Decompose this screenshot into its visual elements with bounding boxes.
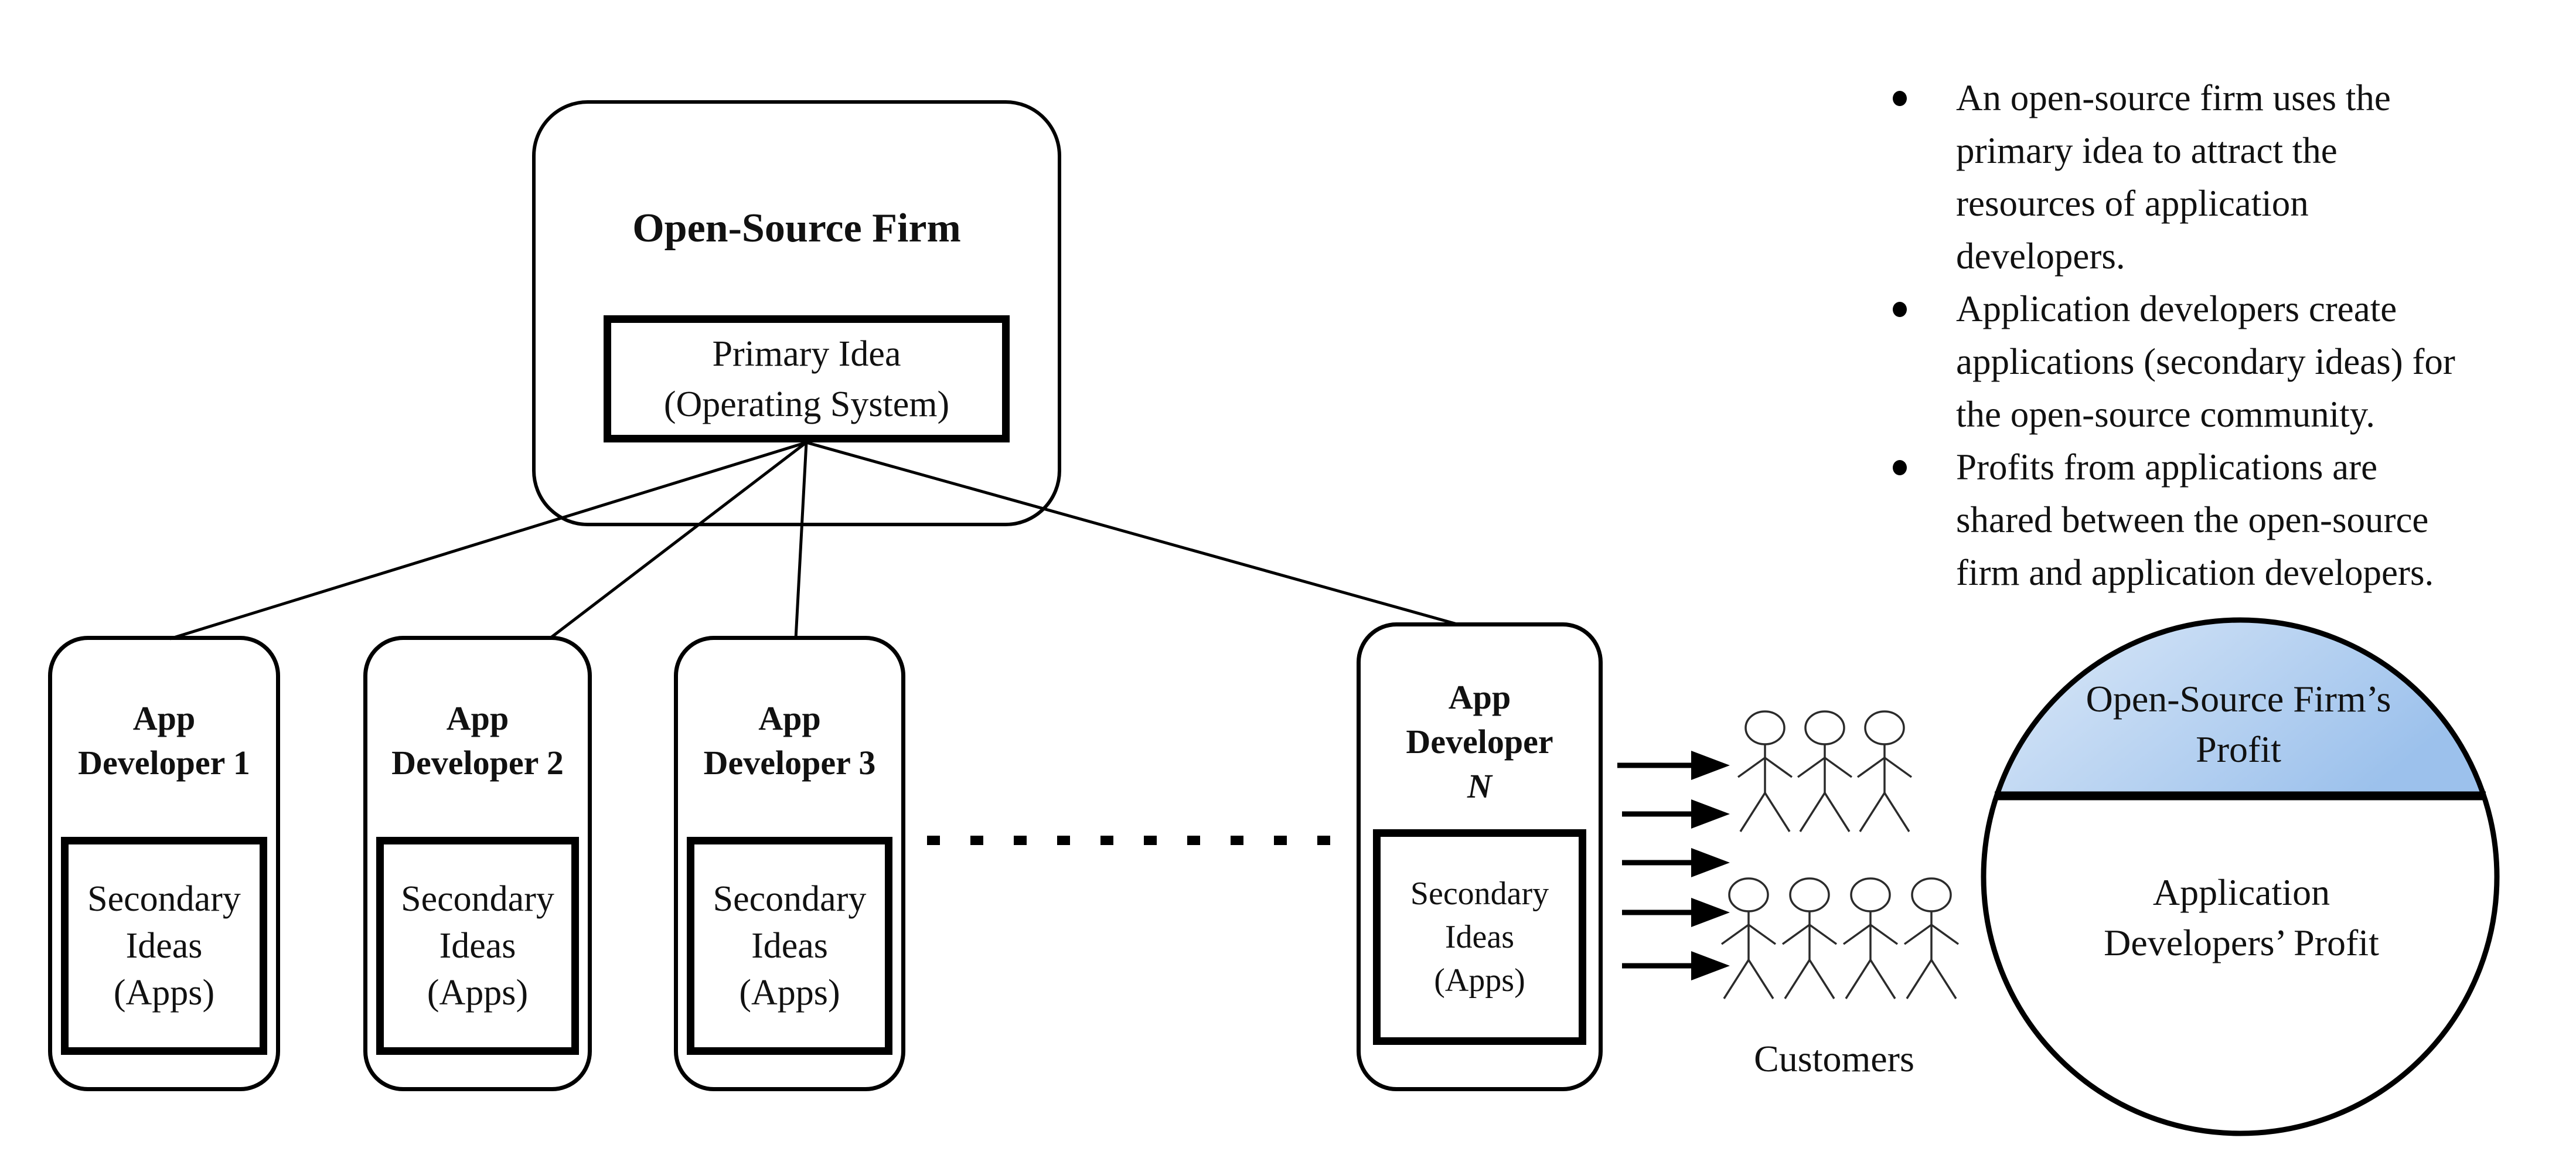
stick-figure-icon — [1797, 710, 1853, 832]
secondary-ideas-box-1: Secondary Ideas (Apps) — [61, 837, 267, 1055]
connector-line-devN — [806, 441, 1460, 626]
stick-figure-icon — [1842, 877, 1899, 999]
app-developer-n-title-suffix: N — [1467, 767, 1492, 805]
connector-line-dev2 — [550, 441, 807, 639]
flow-arrow — [1617, 751, 1730, 780]
stick-figure-icon — [1781, 877, 1838, 999]
app-developer-3-box — [674, 636, 905, 1091]
app-developer-1-box — [48, 636, 280, 1091]
bullet-item: Profits from applications are shared bet… — [1863, 441, 2555, 599]
open-source-firm-box — [532, 100, 1061, 526]
bullet-item: An open-source firm uses the primary ide… — [1863, 71, 2555, 282]
pie-top-label: Open-Source Firm’s Profit — [2086, 678, 2391, 770]
app-developer-3-title: App Developer 3 — [674, 696, 905, 785]
connector-line-dev3 — [794, 442, 808, 639]
profit-pie — [1981, 617, 2500, 1136]
pie-circle — [1981, 617, 2500, 1136]
connector-lines — [169, 441, 1460, 641]
app-developer-2-title: App Developer 2 — [363, 696, 592, 785]
flow-arrow — [1622, 951, 1730, 980]
flow-arrows — [1617, 751, 1730, 980]
flow-arrow — [1622, 799, 1730, 829]
app-developer-3-title-text: App Developer 3 — [703, 699, 876, 782]
stick-figure-icon — [1856, 710, 1913, 832]
bullet-item: Application developers create applicatio… — [1863, 282, 2555, 441]
app-developer-n-box — [1357, 622, 1603, 1091]
customers-label: Customers — [1754, 1038, 1914, 1079]
customers-figure-group — [1720, 710, 1960, 999]
notes-list: An open-source firm uses the primary ide… — [1863, 71, 2555, 599]
flow-arrow — [1622, 848, 1730, 877]
secondary-ideas-box-n: Secondary Ideas (Apps) — [1373, 829, 1586, 1045]
flow-arrow — [1622, 898, 1730, 927]
app-developer-1-title-text: App Developer 1 — [78, 699, 250, 782]
open-source-firm-title: Open-Source Firm — [632, 206, 961, 251]
stick-figure-icon — [1737, 710, 1793, 832]
secondary-ideas-box-2: Secondary Ideas (Apps) — [376, 837, 579, 1055]
app-developer-n-title-text: App Developer — [1406, 678, 1553, 761]
primary-idea-box: Primary Idea (Operating System) — [604, 315, 1010, 442]
pie-top-segment — [1996, 619, 2484, 796]
stick-figure-icon — [1903, 877, 1960, 999]
stick-figure-icon — [1720, 877, 1777, 999]
app-developer-2-box — [363, 636, 592, 1091]
connector-line-dev1 — [169, 441, 807, 641]
secondary-ideas-box-3: Secondary Ideas (Apps) — [687, 837, 892, 1055]
app-developer-2-title-text: App Developer 2 — [391, 699, 564, 782]
pie-bottom-label: Application Developers’ Profit — [2104, 871, 2379, 963]
app-developer-1-title: App Developer 1 — [48, 696, 280, 785]
